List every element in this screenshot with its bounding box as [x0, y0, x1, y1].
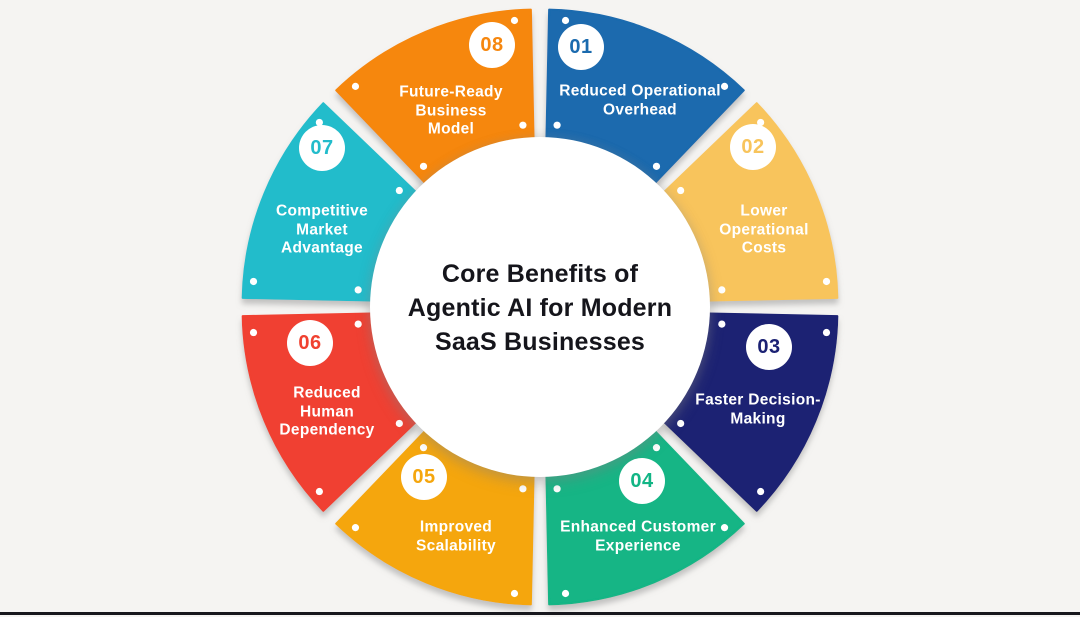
segment-label-line: Reduced	[293, 384, 361, 402]
corner-dot	[395, 186, 403, 195]
wheel-title-line: Agentic AI for Modern	[407, 294, 673, 322]
segment-badge-06: 06	[287, 320, 333, 366]
segment-label-line: Advantage	[281, 239, 363, 257]
corner-dot	[822, 277, 831, 286]
segment-badge-03: 03	[746, 324, 792, 370]
corner-dot	[822, 328, 831, 337]
corner-dot	[395, 419, 403, 428]
corner-dot	[351, 524, 360, 532]
segment-wedges	[241, 8, 839, 606]
corner-dot	[519, 121, 527, 129]
segment-label-line: Reduced Operational	[559, 82, 721, 100]
segment-label-line: Enhanced Customer	[560, 518, 716, 536]
segment-label-line: Human	[299, 402, 355, 420]
bottom-border-line	[0, 612, 1080, 615]
segment-label-line: Future-Ready	[399, 83, 503, 101]
segment-label-line: Model	[427, 120, 475, 138]
segment-label-line: Faster Decision-	[695, 391, 821, 409]
segment-number: 04	[630, 469, 654, 492]
corner-dot	[553, 485, 561, 493]
corner-dot	[720, 82, 729, 90]
segment-label-line: Scalability	[416, 537, 496, 554]
corner-dot	[561, 16, 570, 25]
corner-dot	[510, 589, 519, 598]
corner-dot	[249, 277, 258, 286]
segment-number: 07	[310, 136, 334, 159]
corner-dot	[354, 320, 362, 328]
segment-number: 01	[569, 35, 593, 58]
segment-label-line: Costs	[741, 239, 787, 257]
corner-dot	[354, 286, 362, 294]
segment-number: 08	[480, 33, 504, 56]
corner-dot	[718, 320, 726, 328]
segment-number: 03	[757, 335, 781, 358]
corner-dot	[677, 186, 685, 195]
corner-dot	[351, 82, 360, 90]
corner-dot	[419, 162, 428, 170]
corner-dot	[249, 328, 258, 337]
segment-number: 02	[741, 135, 765, 158]
corner-dot	[720, 524, 729, 532]
wheel-title-line: Core Benefits of	[441, 260, 639, 288]
segment-badge-04: 04	[619, 458, 665, 504]
corner-dot	[315, 487, 323, 496]
segment-badge-08: 08	[469, 22, 515, 68]
segment-label-line: Market	[296, 220, 348, 238]
segment-label-line: Competitive	[275, 202, 369, 220]
segment-number: 05	[412, 465, 436, 488]
corner-dots	[249, 16, 831, 598]
segment-label-line: Dependency	[279, 421, 375, 439]
segment-badge-07: 07	[299, 125, 345, 171]
segment-number: 06	[298, 331, 322, 354]
segment-label-line: Improved	[419, 518, 493, 536]
segment-label-line: Overhead	[603, 101, 677, 118]
wheel-title: Core Benefits of Agentic AI for Modern S…	[375, 257, 705, 359]
wheel-title-line: SaaS Businesses	[434, 328, 646, 356]
segment-label-line: Lower	[740, 202, 788, 220]
corner-dot	[652, 444, 661, 452]
corner-dot	[561, 589, 570, 598]
corner-dot	[652, 162, 661, 170]
corner-dot	[315, 118, 323, 127]
segment-label-line: Experience	[595, 537, 681, 554]
center-circle	[370, 137, 710, 477]
segment-badge-02: 02	[730, 124, 776, 170]
corner-dot	[757, 487, 765, 496]
corner-dot	[718, 286, 726, 294]
segment-label-line: Business	[415, 101, 487, 119]
corner-dot	[510, 16, 519, 25]
segment-badge-05: 05	[401, 454, 447, 500]
corner-dot	[553, 121, 561, 129]
segment-label-line: Making	[730, 410, 786, 427]
corner-dot	[519, 485, 527, 493]
segment-badge-01: 01	[558, 24, 604, 70]
segment-label-line: Operational	[719, 220, 809, 238]
segment-label-03: Faster Decision-Making	[695, 392, 820, 429]
corner-dot	[677, 419, 685, 428]
corner-dot	[419, 444, 428, 452]
